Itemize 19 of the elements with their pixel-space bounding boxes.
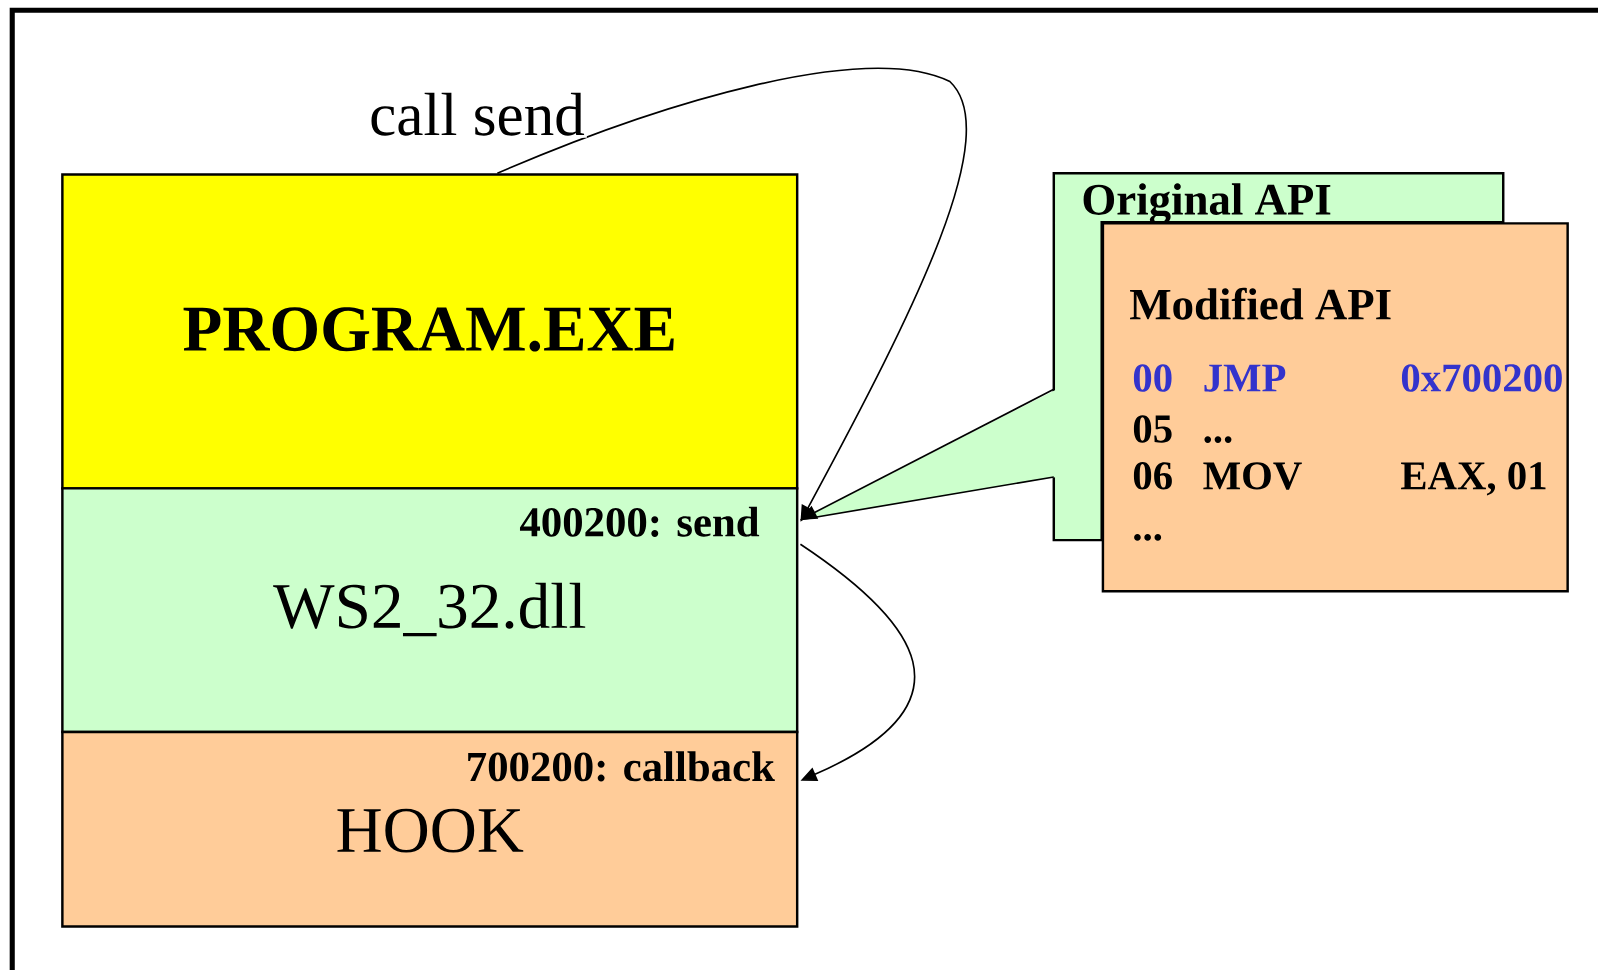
block-label: HOOK <box>337 808 524 853</box>
code-text: 06 <box>1133 462 1172 490</box>
block-label: WS2_32.dll <box>273 582 586 637</box>
edge-label: call send <box>371 92 585 136</box>
panel-heading: Original API <box>1083 183 1331 225</box>
code-text: 00 <box>1133 364 1172 392</box>
address-label: 700200: callback <box>468 751 775 782</box>
code-text: ... <box>1204 436 1232 443</box>
callout-arrow <box>799 388 1057 521</box>
code-text: 0x700200 <box>1401 364 1562 392</box>
address-label: 400200: send <box>520 506 760 537</box>
code-text: MOV <box>1203 462 1302 490</box>
code-text: JMP <box>1204 364 1286 392</box>
block-label: PROGRAM.EXE <box>183 307 674 352</box>
code-text: EAX, 01 <box>1401 462 1546 496</box>
arrow <box>799 543 916 781</box>
code-text: 05 <box>1133 415 1172 443</box>
code-text: ... <box>1134 534 1162 541</box>
panel-heading: Modified API <box>1130 287 1391 320</box>
